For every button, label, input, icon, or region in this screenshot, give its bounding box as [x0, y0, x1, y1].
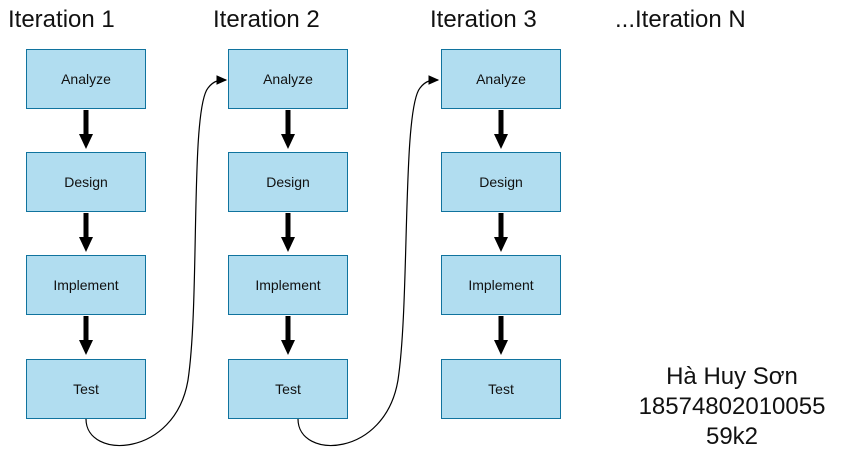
author-name: Hà Huy Sơn	[666, 363, 798, 390]
arrowhead-implement-to-test-1	[79, 340, 93, 355]
iteration-2-analyze-box: Analyze	[228, 49, 348, 109]
iteration-2-arrows	[281, 110, 295, 355]
iteration-3-arrows	[494, 110, 508, 355]
iteration-1-title: Iteration 1	[8, 6, 115, 33]
arrowhead-design-to-implement-2	[281, 237, 295, 252]
arrowhead-implement-to-test-2	[281, 340, 295, 355]
iteration-1-arrows	[79, 110, 93, 355]
iteration-3-implement-box: Implement	[441, 255, 561, 315]
arrowhead-analyze-to-design-2	[281, 134, 295, 149]
iteration-2-title: Iteration 2	[213, 6, 320, 33]
author-student-id: 18574802010055	[638, 393, 826, 420]
connector-test-1-to-analyze-2	[85, 75, 228, 447]
iteration-1-test-box: Test	[26, 359, 146, 419]
iteration-3-test-box: Test	[441, 359, 561, 419]
iteration-3-title: Iteration 3	[430, 6, 537, 33]
iteration-n-title: ...Iteration N	[615, 6, 746, 33]
iteration-2-implement-box: Implement	[228, 255, 348, 315]
iteration-3-analyze-box: Analyze	[441, 49, 561, 109]
iteration-1-design-box: Design	[26, 152, 146, 212]
connector-test-2-to-analyze-3	[297, 75, 440, 447]
arrowhead-design-to-implement-1	[79, 237, 93, 252]
arrowhead-design-to-implement-3	[494, 237, 508, 252]
arrowhead-analyze-to-design-3	[494, 134, 508, 149]
arrowhead-analyze-to-design-1	[79, 134, 93, 149]
author-info: Hà Huy Sơn 18574802010055 59k2	[612, 362, 852, 452]
iteration-1-analyze-box: Analyze	[26, 49, 146, 109]
iteration-3-design-box: Design	[441, 152, 561, 212]
arrowhead-implement-to-test-3	[494, 340, 508, 355]
author-class: 59k2	[705, 423, 759, 450]
iteration-2-test-box: Test	[228, 359, 348, 419]
iteration-1-implement-box: Implement	[26, 255, 146, 315]
iteration-2-design-box: Design	[228, 152, 348, 212]
